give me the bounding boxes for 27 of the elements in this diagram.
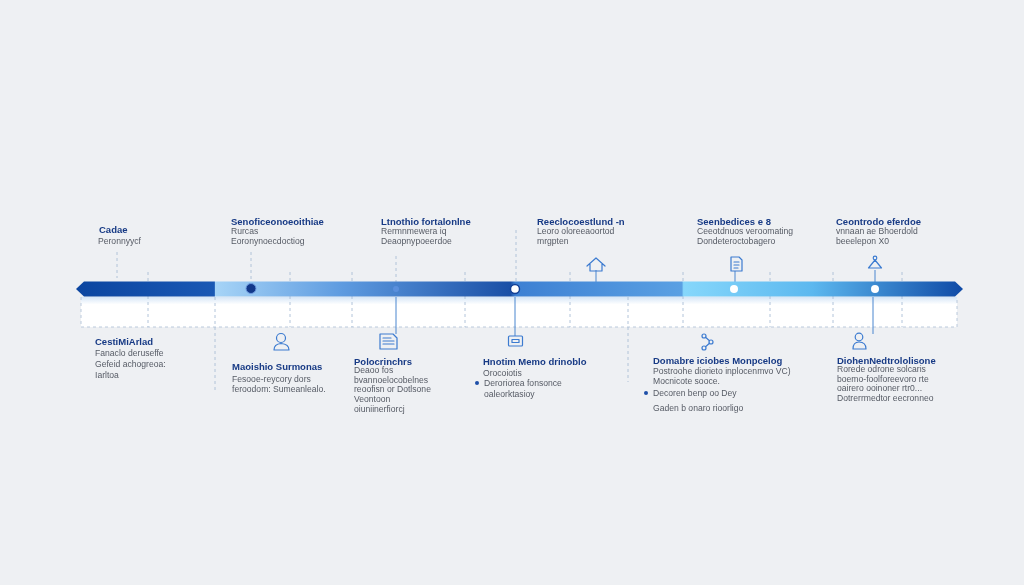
milestone-title: Polocrinchrs xyxy=(354,355,413,367)
milestone-title: Domabre iciobes Monpcelog xyxy=(653,354,783,366)
milestone-title: Ceontrodo eferdoe xyxy=(836,215,921,227)
milestone-description: Fanaclo deruseffe Gefeid achogreoa: Iarltoa xyxy=(95,347,167,381)
milestone-description: Rorede odrone solcaris boemo-foolforeevoro rte oairero ooinoner rtr0... Dotrerrmedtor eecronneo xyxy=(837,365,935,403)
milestone-title: Seenbedices e 8 xyxy=(697,215,771,227)
milestone-title: Cadae xyxy=(99,223,128,235)
milestone-description: Postroohe diorieto inplocenmvo VC) Mocnicote sooce. xyxy=(653,366,792,386)
bullet-item: Decoren benp oo Dey xyxy=(653,388,737,398)
milestone-title: Ltnothio fortalonlne xyxy=(381,215,471,227)
milestone-title: Maoishio Surmonas xyxy=(232,360,323,372)
milestone-description: Peronnyycf xyxy=(98,236,141,246)
milestone-title: DiohenNedtrololisone xyxy=(837,354,936,366)
milestone-description: Ceeotdnuos veroomating Dondeteroctobagero xyxy=(697,226,795,246)
milestone-description: vnnaan ae Bhoerdold beeelepon X0 xyxy=(836,226,919,246)
milestone-description: Rurcas Eoronynoecdoctiog xyxy=(231,226,306,246)
milestone-description: Leoro oloreeaoortod mrgpten xyxy=(537,226,616,246)
milestone-description: Gaden b onaro rioorligo xyxy=(653,403,744,413)
milestone-title: Reeclocoestlund -n xyxy=(537,215,625,227)
bullet-item: Deroriorea fonsonce oaleorktasioy xyxy=(484,377,563,400)
milestone-title: CestiMiArlad xyxy=(95,335,154,347)
milestone-description: Orocoiotis xyxy=(483,367,522,379)
milestone-description: Fesooe-reycory dors feroodom: Sumeanlealo. xyxy=(232,374,326,394)
milestone-description: Rermnmewera iq Deaopnypoeerdoe xyxy=(381,226,453,246)
milestone-title: Senoficeonoeoithiae xyxy=(231,215,324,227)
milestone-description: Deaoo fos bvannoelocobelnes reoofisn or Dotlsone Veontoon oiuniinerfiorcj xyxy=(354,366,432,415)
milestone-title: Hnotim Memo drinoblo xyxy=(483,355,587,367)
